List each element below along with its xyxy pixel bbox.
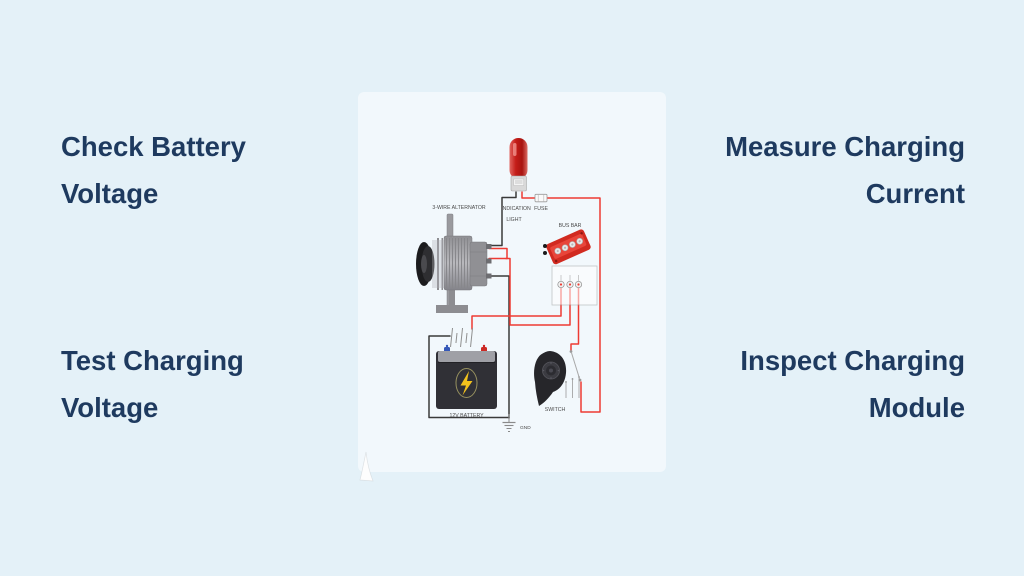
white-smudge (359, 451, 374, 482)
bus-bar-label: BUS BAR (559, 223, 582, 229)
ground-label: GND (520, 425, 531, 431)
battery-schematic-symbol (450, 328, 474, 347)
indication-light-label-line2: LIGHT (506, 217, 522, 223)
fuse-graphic (534, 193, 548, 203)
terminal-block-graphic (551, 265, 598, 306)
black-wires (428, 191, 517, 419)
alternator-graphic (416, 213, 492, 313)
indication-light-graphic (509, 138, 528, 192)
ground-symbol (502, 414, 516, 432)
indication-light-label-line1: INDICATION (501, 206, 531, 212)
switch-graphic (534, 351, 580, 406)
battery-graphic (436, 344, 497, 409)
alternator-label: 3-WIRE ALTERNATOR (432, 205, 486, 211)
fuse-label: FUSE (534, 206, 548, 212)
switch-schematic-symbol (569, 350, 582, 382)
step-label-measure-charging-current: Measure Charging Current (725, 131, 965, 209)
step-label-inspect-charging-module: Inspect Charging Module (740, 345, 965, 423)
battery-label: 12V BATTERY (449, 413, 484, 419)
step-label-test-charging-voltage: Test Charging Voltage (61, 345, 244, 423)
diagram-backdrop (358, 92, 666, 472)
bus-bar-graphic (543, 229, 591, 265)
switch-label: SWITCH (545, 407, 566, 413)
step-label-check-battery-voltage: Check Battery Voltage (61, 131, 246, 209)
